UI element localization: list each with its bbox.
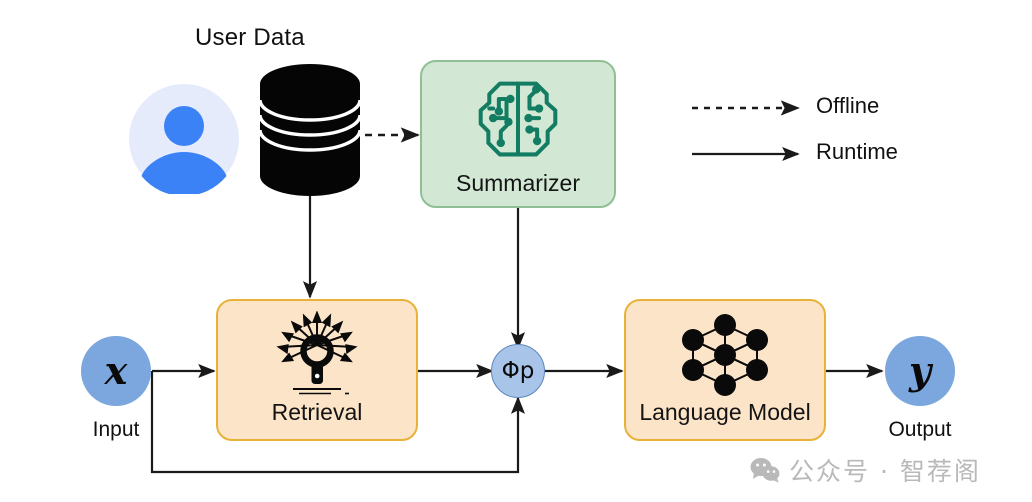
output-symbol: y — [908, 348, 932, 393]
input-node[interactable]: x — [81, 336, 151, 406]
user-avatar-icon — [129, 84, 239, 197]
magnifying-glass-radiating-icon — [276, 311, 358, 395]
legend-label-runtime: Runtime — [816, 139, 898, 164]
user-data-database — [257, 62, 363, 198]
legend: Offline Runtime — [690, 95, 930, 175]
wechat-icon — [750, 458, 780, 483]
edge-input-bypass-to-merge — [150, 371, 526, 474]
retrieval-label: Retrieval — [271, 399, 363, 425]
watermark: 公众号 · 智荐阁 — [750, 452, 981, 488]
legend-dashed-arrow-icon — [692, 100, 800, 116]
legend-item-offline: Offline — [690, 95, 930, 129]
input-caption: Input — [92, 418, 140, 441]
legend-solid-arrow-icon — [692, 146, 800, 162]
merge-node-label: Φp — [501, 357, 535, 384]
legend-item-runtime: Runtime — [690, 141, 930, 175]
output-node[interactable]: y — [885, 336, 955, 406]
summarizer-label: Summarizer — [456, 170, 580, 196]
retrieval-box[interactable]: Retrieval — [216, 299, 418, 441]
language-model-label: Language Model — [639, 399, 811, 425]
neural-network-icon — [682, 314, 768, 396]
summarizer-box[interactable]: Summarizer — [420, 60, 616, 208]
output-caption: Output — [888, 418, 952, 441]
legend-label-offline: Offline — [816, 93, 880, 118]
merge-node-phi-p[interactable]: Φp — [491, 344, 545, 398]
database-cylinder-icon — [258, 64, 362, 196]
input-symbol: x — [104, 348, 128, 393]
user-data-title: User Data — [195, 24, 305, 51]
user-avatar — [129, 84, 239, 197]
brain-circuit-icon — [478, 81, 558, 157]
watermark-text: 公众号 · 智荐阁 — [789, 457, 981, 486]
language-model-box[interactable]: Language Model — [624, 299, 826, 441]
